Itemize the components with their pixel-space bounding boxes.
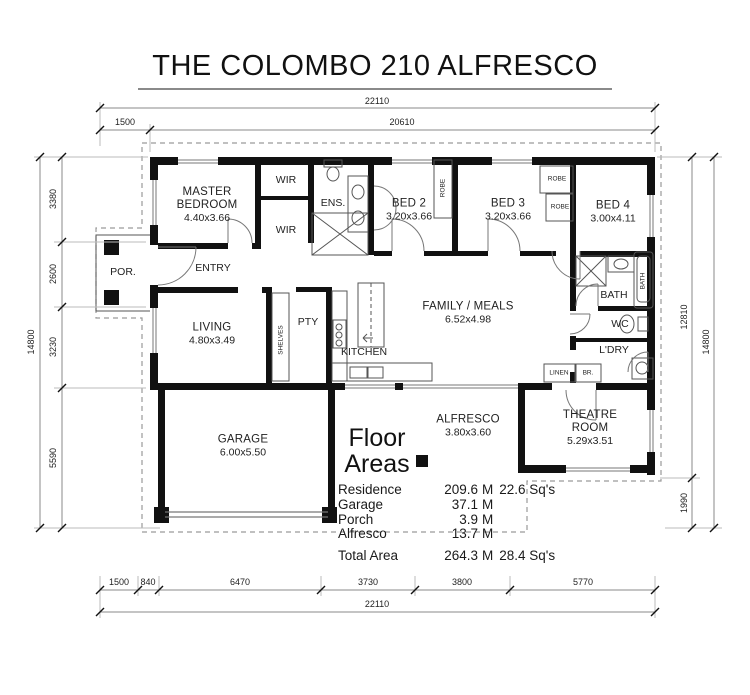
extension-lines xyxy=(34,102,722,618)
label-shelves: SHELVES xyxy=(277,325,285,355)
ensuite-shower xyxy=(311,212,369,256)
dim-top-seg-1500: 1500 xyxy=(114,116,136,127)
dim-bottom-seg-5770: 5770 xyxy=(572,576,594,587)
dim-left-total: 14800 xyxy=(26,329,36,355)
dim-bottom-seg-3730: 3730 xyxy=(357,576,379,587)
kitchen-island xyxy=(357,282,385,348)
dim-top-total: 22110 xyxy=(364,95,390,106)
bed3-door xyxy=(487,218,521,252)
label-robe-a: ROBE xyxy=(547,175,567,183)
linen-cupboard xyxy=(543,363,576,383)
label-wir-bottom: WIR xyxy=(275,223,297,236)
dim-bottom-total: 22110 xyxy=(364,598,390,609)
label-bathtub: BATH xyxy=(639,272,647,290)
ensuite-vanity xyxy=(347,175,369,233)
label-wir-top: WIR xyxy=(275,173,297,186)
kitchen-bench-left xyxy=(331,290,348,382)
label-laundry: L'DRY xyxy=(599,343,629,356)
label-bath: BATH xyxy=(600,288,628,301)
dim-bottom-seg-6470: 6470 xyxy=(229,576,251,587)
master-door xyxy=(227,218,253,244)
dim-bottom-seg-3800: 3800 xyxy=(451,576,473,587)
doors xyxy=(157,185,649,421)
dimension-ticks xyxy=(35,103,719,617)
label-wc: WC xyxy=(611,317,629,330)
broom-cupboard xyxy=(575,363,602,383)
robe-bed2-box xyxy=(433,159,453,219)
label-entry: ENTRY xyxy=(195,261,231,274)
theatre-door xyxy=(565,389,597,421)
bathtub xyxy=(633,251,654,309)
label-linen: LINEN xyxy=(549,369,569,377)
dim-bottom-seg-1500: 1500 xyxy=(108,576,130,587)
bath-door xyxy=(575,283,599,307)
ensuite-toilet xyxy=(323,159,343,182)
floor-areas-heading: Floor Areas xyxy=(344,424,410,478)
bath-shower xyxy=(575,255,607,287)
dim-left-seg-3230: 3230 xyxy=(48,336,58,358)
dim-left-seg-3380: 3380 xyxy=(48,188,58,210)
plan-title: THE COLOMBO 210 ALFRESCO xyxy=(138,50,612,90)
label-pantry: PTY xyxy=(297,315,319,328)
bath-vanity xyxy=(607,255,635,273)
label-kitchen: KITCHEN xyxy=(340,345,388,358)
dim-top-seg-20610: 20610 xyxy=(389,116,415,127)
dimension-lines xyxy=(39,107,715,613)
dim-left-seg-5590: 5590 xyxy=(48,447,58,469)
entry-door xyxy=(157,246,197,286)
wc-door xyxy=(569,313,591,335)
dim-right-seg-1990: 1990 xyxy=(679,492,689,514)
robe-a-box xyxy=(539,165,574,194)
label-broom: BR. xyxy=(582,369,594,377)
windows xyxy=(150,157,655,518)
dim-left-seg-2600: 2600 xyxy=(48,263,58,285)
fixtures xyxy=(271,159,654,383)
laundry-door xyxy=(627,351,649,373)
bed2-double-door xyxy=(373,185,397,231)
eaves-outline xyxy=(95,142,662,533)
dim-right-seg-12810: 12810 xyxy=(679,304,689,330)
kitchen-sink-bench xyxy=(331,362,433,382)
wc-toilet xyxy=(619,314,649,334)
label-ensuite: ENS. xyxy=(320,196,346,209)
dim-bottom-seg-840: 840 xyxy=(140,576,156,587)
plan-header: THE COLOMBO 210 ALFRESCO xyxy=(0,50,750,90)
label-robe-bed2: ROBE xyxy=(439,178,447,198)
shelves-unit xyxy=(271,292,290,382)
bed2-door xyxy=(391,218,425,252)
dim-right-total: 14800 xyxy=(701,329,711,355)
robe-b-box xyxy=(545,193,574,222)
label-porch: POR. xyxy=(110,265,136,278)
label-robe-b: ROBE xyxy=(550,203,570,211)
bed4-door xyxy=(551,250,581,280)
